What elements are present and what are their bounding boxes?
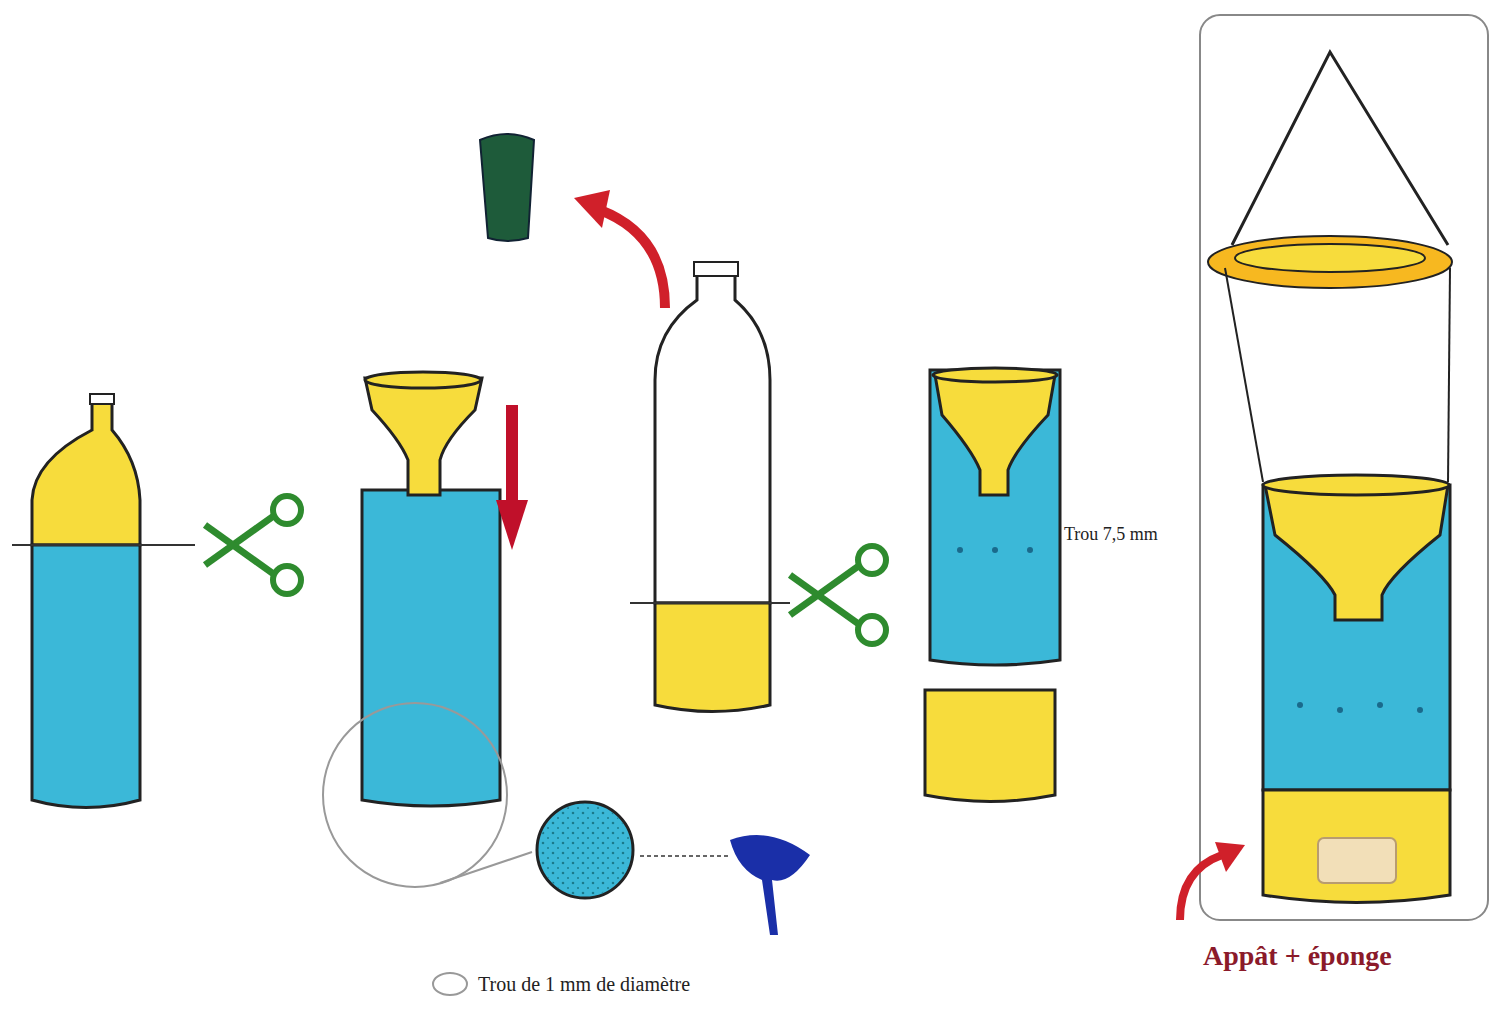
bait-label: Appât + éponge xyxy=(1203,940,1392,972)
legend-symbol xyxy=(432,972,468,996)
hole-label: Trou 7,5 mm xyxy=(1064,524,1158,545)
legend-row: Trou de 1 mm de diamètre xyxy=(432,972,690,996)
legend-text: Trou de 1 mm de diamètre xyxy=(478,973,690,996)
